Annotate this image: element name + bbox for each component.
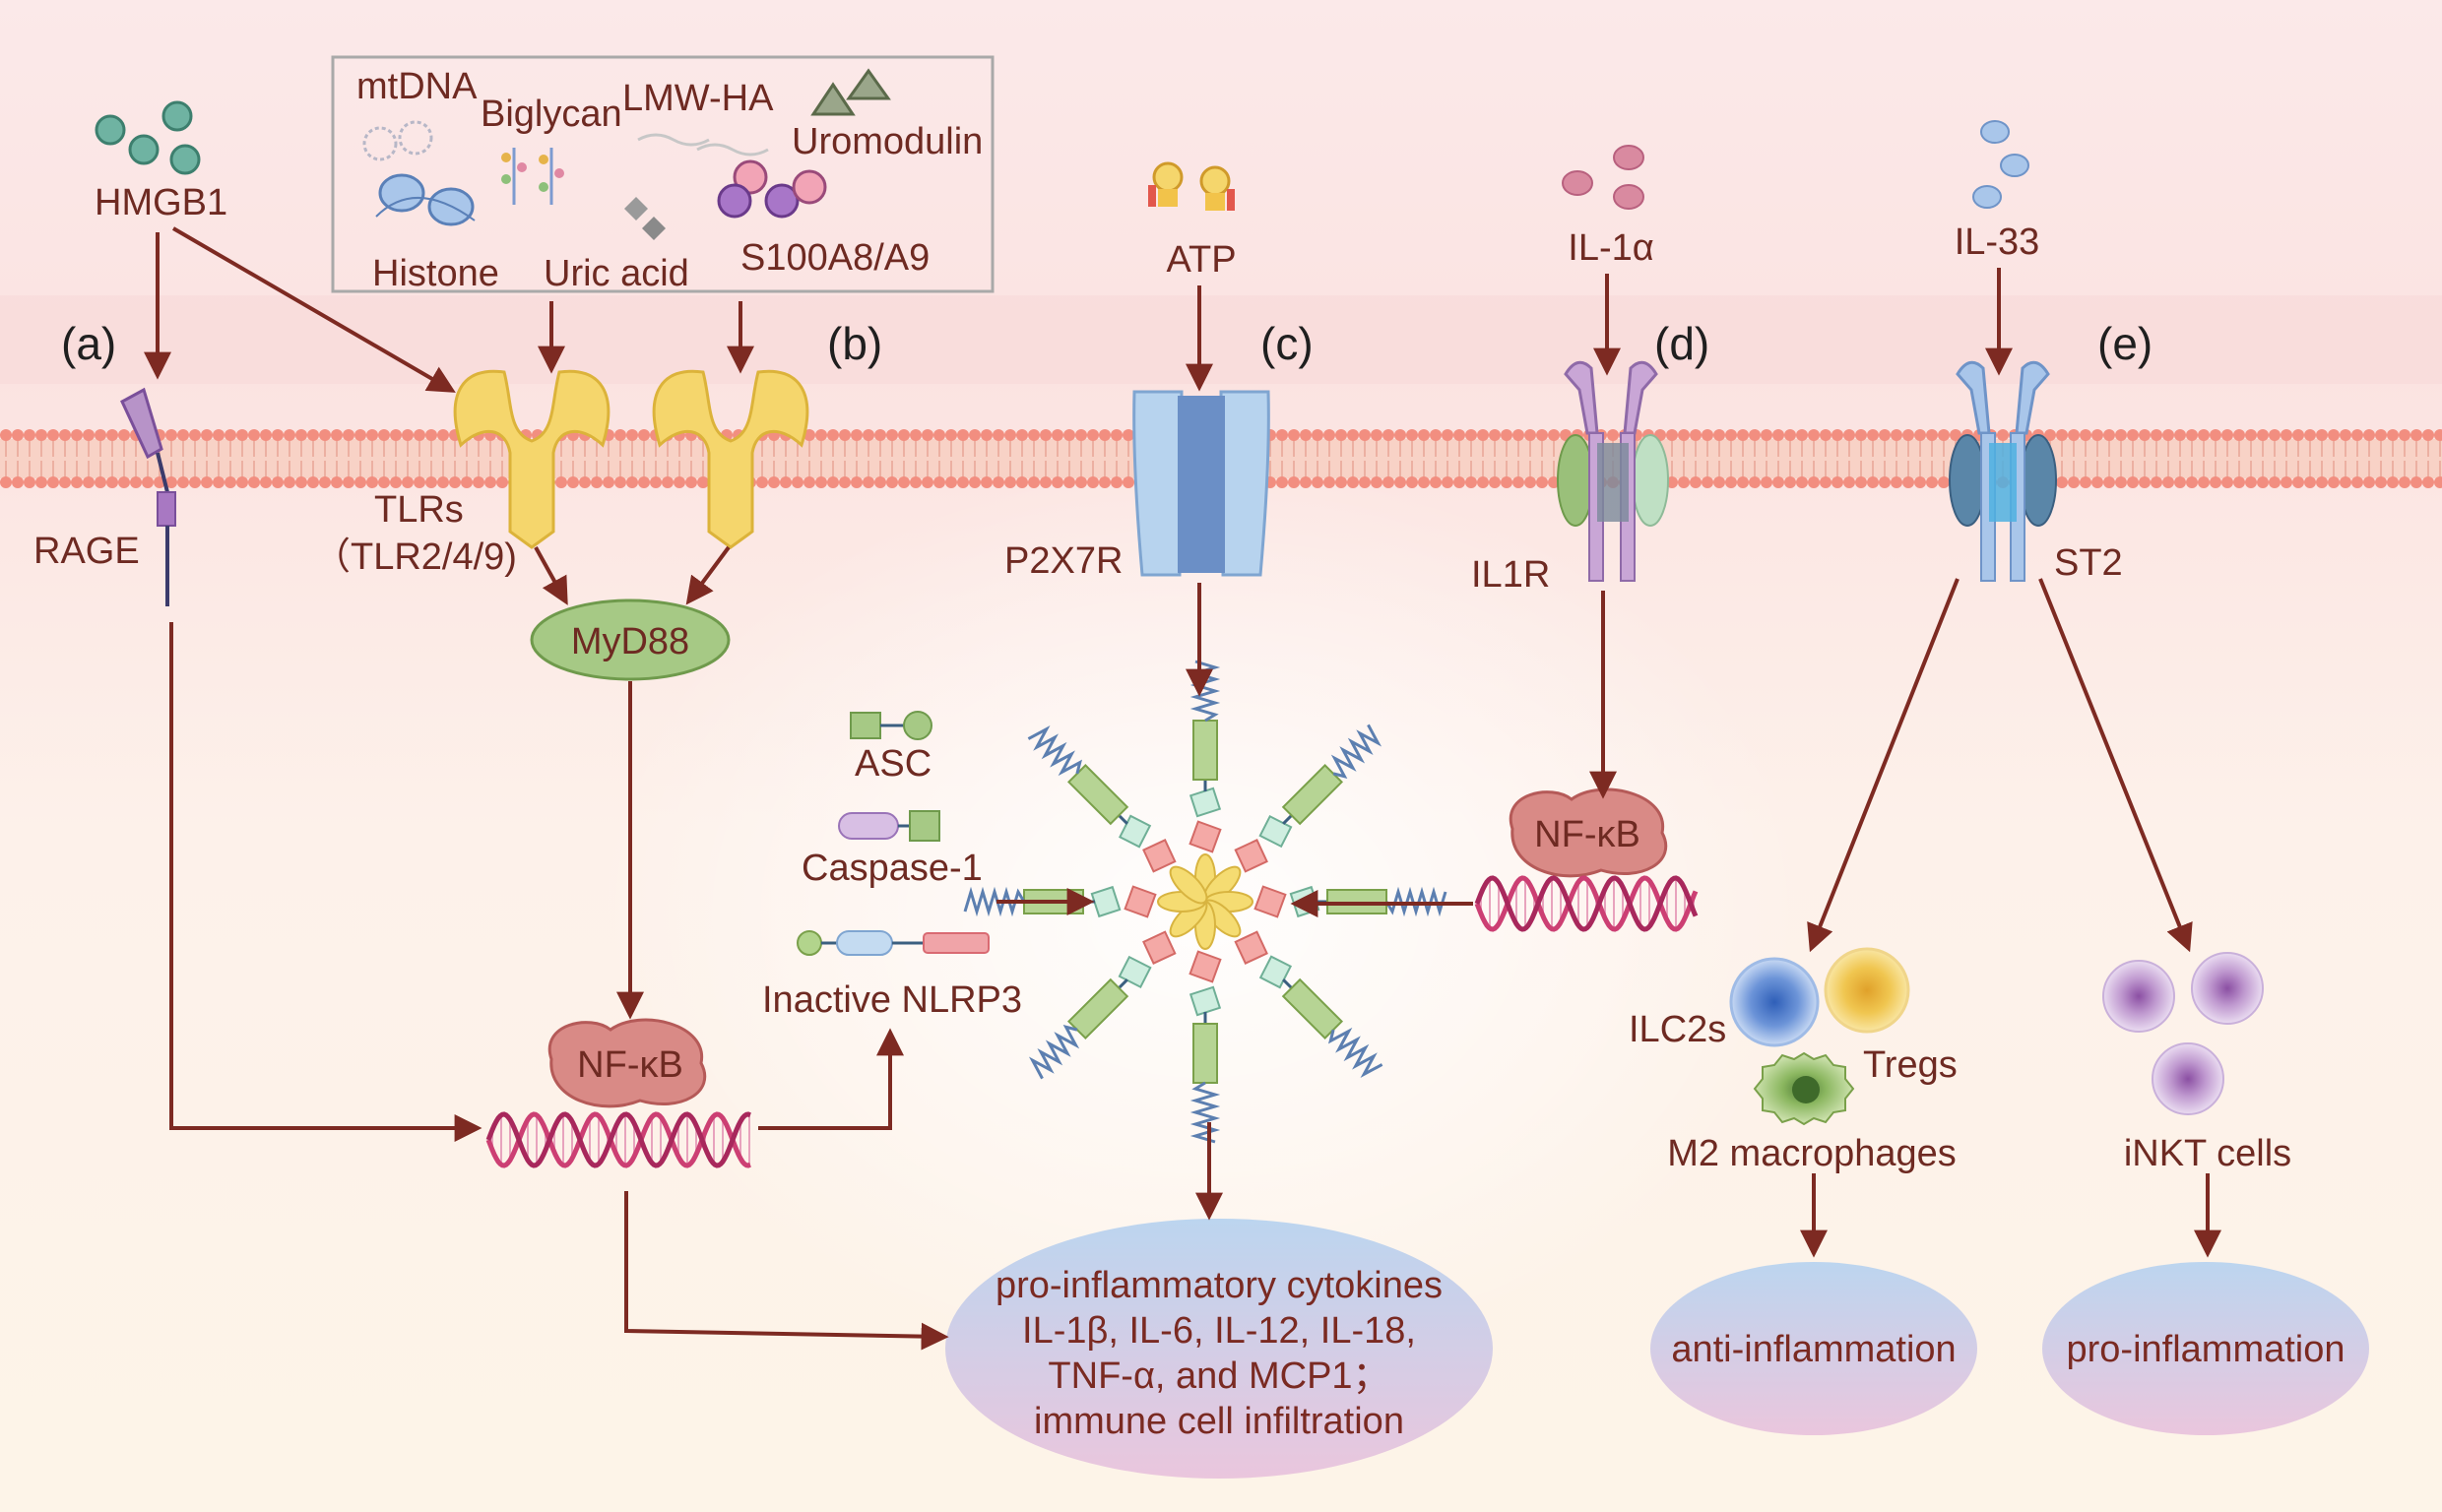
inkt-cell-1 [2102, 960, 2175, 1033]
caspase1-icon [838, 810, 940, 842]
caspase1-label: Caspase-1 [802, 848, 983, 889]
uromodulin-label: Uromodulin [792, 121, 983, 162]
panel-label-e: (e) [2097, 318, 2153, 369]
anti-inflammation-outcome [1650, 1262, 1977, 1435]
arrow-hmgb1-tlr [171, 226, 456, 393]
panel-label-a: (a) [61, 318, 116, 369]
arrow-nfkb-nlrp3 [758, 1028, 904, 1130]
inkt-cell-3 [2152, 1042, 2224, 1115]
biglycan-label: Biglycan [481, 94, 622, 135]
cytokines-line-4: immune cell infiltration [1034, 1401, 1404, 1442]
cytokines-line-2: IL-1β, IL-6, IL-12, IL-18, [1022, 1310, 1416, 1352]
tlr-receptor-2 [652, 369, 809, 549]
tlrs-label: TLRs [374, 489, 464, 531]
arrow-st2-ilc2 [1807, 578, 1960, 953]
arrow-tlr1-myd88 [534, 546, 568, 605]
il1r-label: IL1R [1471, 554, 1550, 596]
cytokines-outcome [945, 1219, 1493, 1479]
dna-helix-right [1474, 875, 1699, 932]
damp-box [331, 55, 995, 293]
il33-label: IL-33 [1955, 221, 2040, 263]
nlrp3-label: Inactive NLRP3 [762, 979, 1022, 1021]
m2-label: M2 macrophages [1667, 1133, 1957, 1174]
hmgb1-label: HMGB1 [95, 182, 227, 223]
arrow-st2-inkt [2038, 578, 2193, 953]
panel-label-d: (d) [1654, 318, 1709, 369]
lmwha-icon [637, 133, 769, 157]
atp-label: ATP [1166, 239, 1236, 281]
asc-icon [850, 711, 932, 740]
il33-particles [1972, 120, 2029, 209]
s100-label: S100A8/A9 [740, 237, 930, 279]
biglycan-icon [501, 148, 564, 205]
anti-inflammation-label: anti-inflammation [1671, 1329, 1956, 1370]
arrow-rage-nfkb [169, 622, 482, 1142]
treg-cell [1824, 947, 1910, 1034]
histone-icon [375, 173, 476, 226]
myd88-label: MyD88 [571, 621, 689, 662]
inkt-label: iNKT cells [2124, 1133, 2291, 1174]
hmgb1-particles [95, 100, 201, 175]
myd88-node [530, 598, 731, 681]
arrow-nfkb-cytokines [624, 1191, 949, 1351]
s100-icon [717, 159, 827, 219]
rage-receptor [120, 387, 176, 606]
ilc2-cell [1729, 957, 1820, 1047]
nfkb-main-complex [547, 1018, 707, 1108]
mtdna-label: mtDNA [356, 66, 478, 107]
pathway-arrows [144, 226, 2221, 1351]
arrow-tlr2-myd88 [685, 545, 731, 605]
dna-helix-main [485, 1111, 751, 1168]
p2x7r-channel [1132, 390, 1270, 577]
rage-label: RAGE [33, 531, 140, 572]
histone-label: Histone [372, 253, 499, 294]
il1a-particles [1562, 145, 1644, 210]
m2-macrophage-cell [1753, 1051, 1855, 1126]
st2-receptor [1949, 360, 2057, 582]
cytokines-line-3: TNF-α, and MCP1； [1048, 1355, 1389, 1397]
nfkb-main-label: NF-κB [577, 1044, 683, 1086]
nfkb-right-complex [1509, 788, 1668, 878]
lmwha-label: LMW-HA [622, 78, 774, 119]
il1a-label: IL-1α [1568, 227, 1653, 269]
tlrs-sublabel: （TLR2/4/9) [313, 536, 517, 578]
mtdna-icon [362, 120, 433, 161]
il1r-receptor [1557, 360, 1669, 582]
asc-label: ASC [855, 743, 932, 785]
uromodulin-icon [810, 68, 891, 116]
nfkb-right-label: NF-κB [1534, 814, 1640, 855]
atp-molecules [1148, 161, 1235, 211]
nlrp3-icon [797, 930, 990, 956]
pro-inflammation-outcome [2042, 1262, 2369, 1435]
panel-label-b: (b) [827, 318, 882, 369]
uric-acid-icon [624, 197, 666, 240]
cytokines-line-1: pro-inflammatory cytokines [996, 1265, 1443, 1306]
tregs-label: Tregs [1863, 1044, 1958, 1086]
p2x7r-label: P2X7R [1004, 540, 1123, 582]
panel-label-c: (c) [1260, 318, 1314, 369]
pro-inflammation-label: pro-inflammation [2067, 1329, 2346, 1370]
uric-acid-label: Uric acid [544, 253, 689, 294]
inkt-cell-2 [2191, 952, 2264, 1025]
st2-label: ST2 [2054, 542, 2123, 584]
ilc2s-label: ILC2s [1629, 1009, 1726, 1050]
